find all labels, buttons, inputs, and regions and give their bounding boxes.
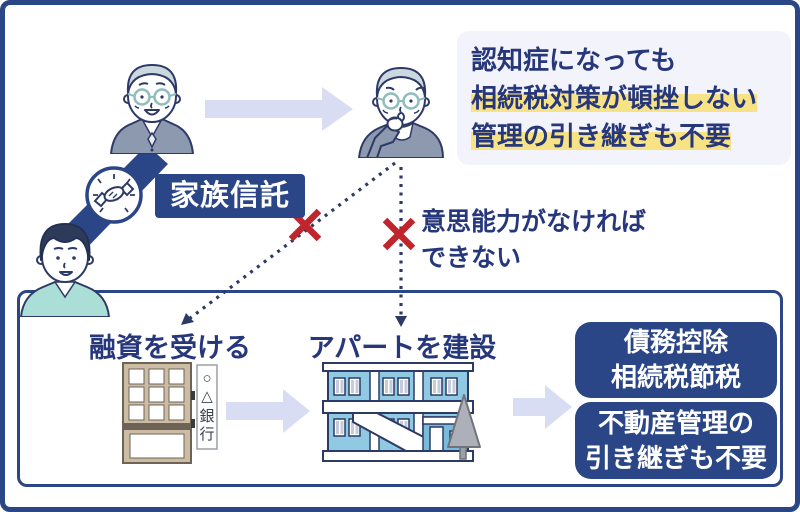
benefit-info-box: 認知症になっても 相続税対策が頓挫しない 管理の引き継ぎも不要 — [457, 31, 791, 165]
bank-sign — [196, 364, 218, 450]
bank-sign-char: 銀 — [199, 408, 214, 425]
handshake-icon — [85, 166, 143, 224]
loan-step-label: 融資を受ける — [89, 333, 251, 363]
benefit-box-tax-line-1: 債務控除 — [623, 327, 728, 357]
bank-icon: ○ △ 銀 行 — [122, 362, 218, 464]
build-step-label: アパートを建設 — [307, 333, 497, 363]
restriction-note: 意思能力がなければ できない — [421, 204, 646, 276]
restriction-line-1: 意思能力がなければ — [421, 208, 647, 236]
bank-sign-char: 行 — [199, 426, 214, 443]
arrow-icon — [205, 87, 353, 131]
apartment-building-icon — [322, 362, 481, 462]
tree-icon — [447, 394, 481, 460]
bank-sign-char: △ — [201, 388, 213, 405]
young-man-icon — [20, 223, 110, 317]
elderly-man-healthy-icon — [110, 64, 194, 154]
info-line-3: 管理の引き継ぎも不要 — [471, 121, 732, 151]
restriction-line-2: できない — [421, 244, 522, 272]
benefit-box-tax: 債務控除 相続税節税 — [575, 322, 777, 398]
benefit-box-tax-line-2: 相続税節税 — [610, 362, 741, 392]
benefit-box-management: 不動産管理の 引き継ぎも不要 — [575, 402, 777, 479]
trust-badge: 家族信託 — [155, 174, 306, 218]
bank-sign-char: ○ — [202, 370, 211, 387]
elderly-man-dementia-icon — [358, 67, 444, 158]
info-line-1: 認知症になっても — [471, 45, 677, 75]
x-mark-icon — [382, 217, 416, 251]
info-line-2: 相続税対策が頓挫しない — [471, 83, 758, 113]
benefit-box-management-line-1: 不動産管理の — [597, 407, 754, 438]
benefit-box-management-line-2: 引き継ぎも不要 — [584, 442, 767, 473]
